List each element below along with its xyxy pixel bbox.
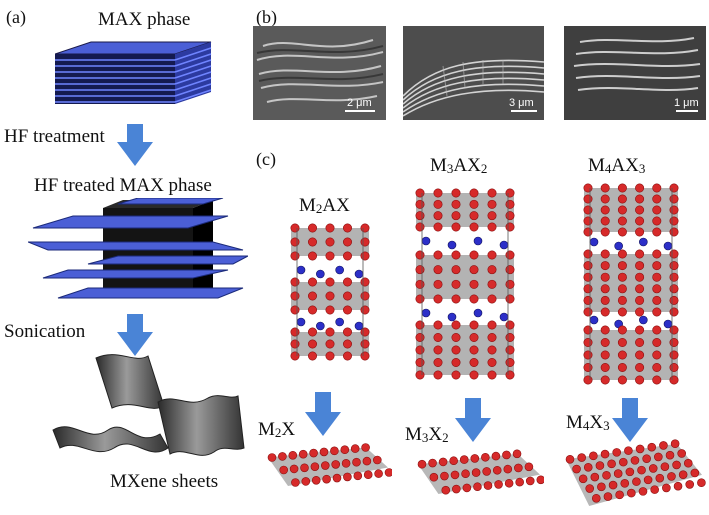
sonication-label: Sonication [4,321,86,342]
hf-treatment-arrow-icon [117,124,153,166]
formula-m4x3: M4X3 [566,412,610,433]
max-phase-stack [55,41,212,104]
hf-treated-stack [28,198,248,299]
m4ax3-arrow-icon [612,398,648,442]
hf-treatment-label: HF treatment [4,126,105,147]
sem-scalebar-1 [345,110,375,112]
sem-image-3: 1 μm [564,26,706,120]
panel-label-a: (a) [6,7,26,27]
slab-atoms [417,449,544,495]
hf-treated-max-label: HF treated MAX phase [34,175,212,196]
m2ax-arrow-icon [305,392,341,436]
m2x-slab-structure [267,443,392,487]
max-phase-layers [55,41,212,104]
sem-scale-text-2: 3 μm [509,97,534,109]
slab-atoms [267,443,392,487]
crystal-atoms [415,188,515,380]
m3ax2-arrow-icon [455,398,491,442]
mxene-sheet-1 [95,354,165,409]
sem-scalebar-2 [511,110,537,112]
m4x3-slab-structure [565,439,706,506]
formula-m2ax: M2AX [299,195,350,216]
panel-label-b: (b) [256,7,277,27]
formula-m3x2: M3X2 [405,424,449,445]
formula-m4ax3: M4AX3 [588,155,646,176]
mxene-sheets-label: MXene sheets [110,471,219,492]
mxene-sheet-2 [52,426,169,453]
formula-m3ax2: M3AX2 [430,155,488,176]
crystal-atoms [583,183,679,385]
sem-scalebar-3 [676,110,698,112]
m4ax3-crystal-structure [583,183,679,385]
sem-scale-text-1: 2 μm [347,97,372,109]
sem-image-2: 3 μm [403,26,544,120]
formula-m2x: M2X [258,419,296,440]
max-phase-label: MAX phase [98,9,191,30]
mxene-sheet-3 [157,395,245,456]
m3x2-slab-structure [417,449,544,495]
sonication-arrow-icon [117,314,153,356]
m3ax2-crystal-structure [415,188,515,380]
slab-atoms [565,439,706,506]
mxene-sheets-illustration [52,354,245,456]
m2ax-crystal-structure [290,223,370,361]
sem-image-1: 2 μm [253,26,386,120]
sem-scale-text-3: 1 μm [674,97,699,109]
panel-label-c: (c) [256,149,276,169]
crystal-atoms [290,223,370,361]
hf-treated-layers [28,198,248,299]
